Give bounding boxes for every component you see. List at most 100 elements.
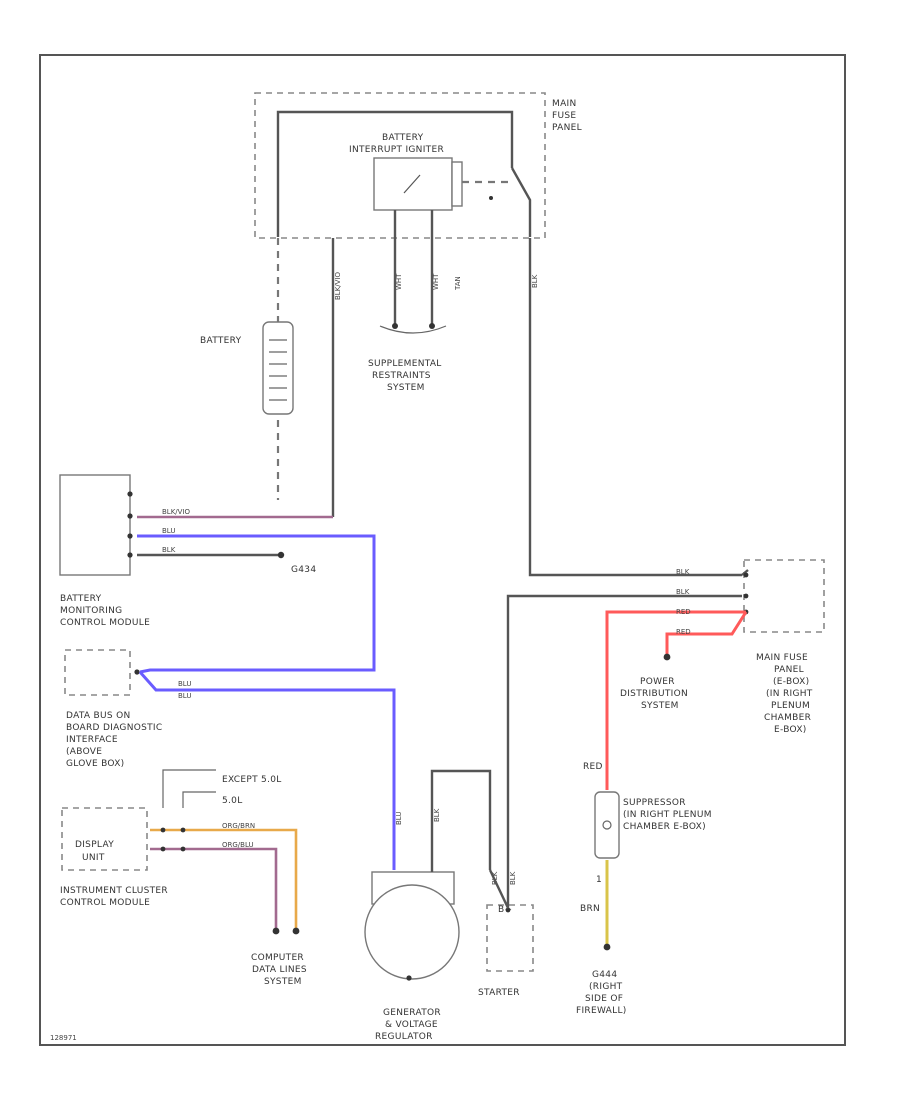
wire-label-org-blu: ORG/BLU <box>222 841 254 849</box>
ebox-outline <box>743 559 825 633</box>
switch-pin <box>489 196 493 200</box>
red-wire-power-dist <box>665 611 748 655</box>
ebox-label-6: CHAMBER <box>764 713 811 723</box>
display-unit-label-1: DISPLAY <box>75 840 114 850</box>
wire-label-bmcm-blu: BLU <box>162 527 175 535</box>
l50-label: 5.0L <box>222 796 243 806</box>
cdl-pin-2 <box>292 927 300 935</box>
main-fuse-panel-ebox: MAIN FUSE PANEL (E-BOX) (IN RIGHT PLENUM… <box>741 559 825 735</box>
srs-connector: SUPPLEMENTAL RESTRAINTS SYSTEM <box>368 323 447 393</box>
srs-pin-1 <box>392 323 398 329</box>
wire-label-org-brn: ORG/BRN <box>222 822 255 830</box>
srs-label-2: RESTRAINTS <box>372 371 431 381</box>
wire-label-bmcm-blk-vio: BLK/VIO <box>162 508 191 516</box>
generator-label-3: REGULATOR <box>375 1032 433 1042</box>
starter-label: STARTER <box>478 988 520 998</box>
data-bus-label-1: DATA BUS ON <box>66 711 131 721</box>
variant-bracket-2 <box>182 791 216 808</box>
g434-ground <box>277 551 285 559</box>
ebox-label-4: (IN RIGHT <box>766 689 813 699</box>
starter-feed-wire <box>488 594 742 909</box>
wire-label-panel-blk-2: BLK <box>676 588 690 596</box>
generator-label-1: GENERATOR <box>383 1008 441 1018</box>
wire-label-tan: TAN <box>454 276 462 291</box>
starter: B+ STARTER <box>478 904 534 998</box>
wire-label-wht-2: WHT <box>432 273 440 290</box>
wire-label-databus-blu-2: BLU <box>178 692 191 700</box>
data-bus-blu-wire <box>138 671 396 870</box>
panel-switch-contact <box>510 167 532 237</box>
srs-label-1: SUPPLEMENTAL <box>368 359 442 369</box>
red-wire-label: RED <box>583 762 603 772</box>
battery-interrupt-igniter: BATTERY INTERRUPT IGNITER <box>349 133 463 211</box>
red-wire-suppressor <box>605 610 746 790</box>
ebox-label-7: E-BOX) <box>774 725 807 735</box>
instrument-cluster-label-2: CONTROL MODULE <box>60 898 150 908</box>
igniter-label-1: BATTERY <box>382 133 424 143</box>
cdl-label-3: SYSTEM <box>264 977 302 987</box>
wire-label-red-1: RED <box>676 608 691 616</box>
main-fuse-label-3: PANEL <box>552 123 582 133</box>
instrument-cluster-outline <box>61 807 148 871</box>
igniter-box <box>373 157 453 211</box>
starter-bplus-label: B+ <box>498 905 512 915</box>
ebox-label-2: PANEL <box>774 665 804 675</box>
display-unit-label-2: UNIT <box>82 853 105 863</box>
wire-label-starter-blk: BLK <box>509 871 517 885</box>
bmcm-label-3: CONTROL MODULE <box>60 618 150 628</box>
instrument-cluster-label-1: INSTRUMENT CLUSTER <box>60 886 168 896</box>
power-dist-label-2: DISTRIBUTION <box>620 689 688 699</box>
variant-bracket-1 <box>162 769 216 808</box>
generator-b-plus-wire <box>430 769 492 872</box>
diagram-frame <box>39 54 846 1046</box>
data-bus-label-4: (ABOVE <box>66 747 102 757</box>
power-dist-label-1: POWER <box>640 677 675 687</box>
wire-label-generator-blu: BLU <box>395 812 403 825</box>
g444-label-4: FIREWALL) <box>576 1006 627 1016</box>
wire-label-red-2: RED <box>676 628 691 636</box>
wire-label-wht: WHT <box>395 273 403 290</box>
main-fuse-panel-top: MAIN FUSE PANEL <box>254 92 582 239</box>
suppressor-pin-label: 1 <box>596 875 602 885</box>
cdl-label-2: DATA LINES <box>252 965 307 975</box>
generator-body <box>364 884 460 980</box>
wire-label-panel-blk-1: BLK <box>676 568 690 576</box>
suppressor-body <box>594 791 620 859</box>
generator: GENERATOR & VOLTAGE REGULATOR <box>364 871 460 1042</box>
srs-pin-2 <box>429 323 435 329</box>
suppressor-label-3: CHAMBER E-BOX) <box>623 822 706 832</box>
wire-label-databus-blu: BLU <box>178 680 191 688</box>
ebox-term-1 <box>741 569 749 576</box>
wire-label-blk-main: BLK <box>531 274 539 288</box>
wire-label-bmcm-blk: BLK <box>162 546 176 554</box>
g444-label-1: G444 <box>592 970 617 980</box>
igniter-symbol <box>403 174 421 194</box>
battery: BATTERY <box>200 321 294 415</box>
generator-label-2: & VOLTAGE <box>385 1020 438 1030</box>
instrument-cluster: DISPLAY UNIT INSTRUMENT CLUSTER CONTROL … <box>60 807 168 908</box>
wire-label-gen-blk: BLK <box>433 808 441 822</box>
panel-bus-wire <box>276 110 514 237</box>
ebox-label-5: PLENUM <box>771 701 810 711</box>
cdl-pin-1 <box>272 927 280 935</box>
cdl-label-1: COMPUTER <box>251 953 304 963</box>
suppressor-label-2: (IN RIGHT PLENUM <box>623 810 712 820</box>
brn-wire-label: BRN <box>580 904 600 914</box>
bmcm-label-1: BATTERY <box>60 594 102 604</box>
main-fuse-panel-outline <box>254 92 546 239</box>
bmcm-box <box>59 474 131 576</box>
g434-label: G434 <box>291 565 316 575</box>
srs-bracket <box>379 325 447 334</box>
starter-outline <box>486 904 534 972</box>
bmcm-label-2: MONITORING <box>60 606 122 616</box>
except-50l-label: EXCEPT 5.0L <box>222 775 282 785</box>
wire-label-blk-vio-v: BLK/VIO <box>334 271 342 300</box>
g444-label-3: SIDE OF <box>585 994 623 1004</box>
data-bus-label-3: INTERFACE <box>66 735 118 745</box>
main-feed-wire <box>528 238 742 577</box>
suppressor-label-1: SUPPRESSOR <box>623 798 686 808</box>
srs-label-3: SYSTEM <box>387 383 425 393</box>
igniter-cap <box>451 161 463 207</box>
g444-ground <box>603 943 611 951</box>
